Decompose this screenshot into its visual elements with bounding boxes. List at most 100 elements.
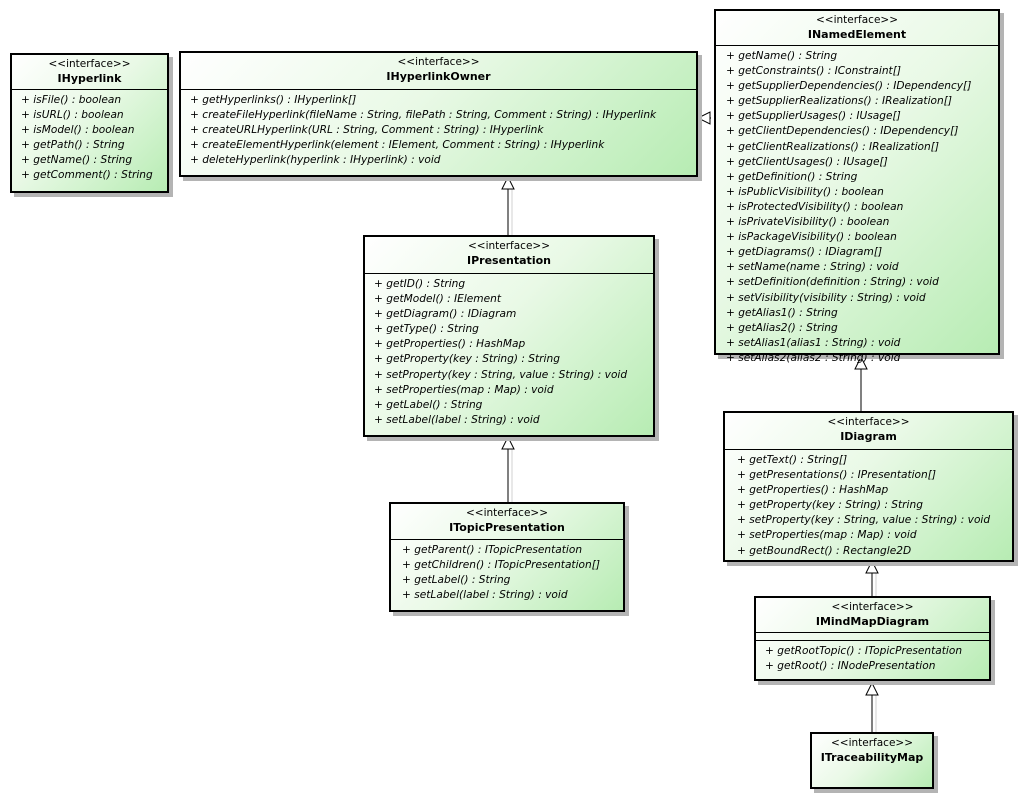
- inheritance-arrowhead-icon: [696, 111, 711, 125]
- inheritance-arrowhead-icon: [865, 559, 879, 574]
- operation: + getSupplierDependencies() : IDependenc…: [726, 80, 972, 93]
- operation: + getAlias1() : String: [726, 306, 838, 319]
- class-itopicpresentation[interactable]: <<interface>> ITopicPresentation + getPa…: [389, 502, 625, 612]
- operation: + getName() : String: [21, 154, 133, 167]
- inheritance-arrowhead-icon: [854, 355, 868, 370]
- class-inamedelement[interactable]: <<interface>> INamedElement + getName() …: [714, 9, 1000, 364]
- operation: + getID() : String: [374, 278, 466, 290]
- operation: + isPublicVisibility() : boolean: [726, 185, 884, 198]
- operation: + isModel() : boolean: [21, 124, 135, 137]
- operation: + getRoot() : INodePresentation: [765, 660, 936, 673]
- operation: + isPackageVisibility() : boolean: [726, 231, 897, 244]
- class-name: ITopicPresentation: [449, 521, 565, 534]
- operation: + getRootTopic() : ITopicPresentation: [765, 645, 963, 657]
- stereotype-label: <<interface>>: [827, 416, 910, 428]
- operation: + getBoundRect() : Rectangle2D: [737, 544, 912, 557]
- operation: + setDefinition(definition : String) : v…: [726, 276, 939, 289]
- stereotype-label: <<interface>>: [467, 240, 551, 252]
- operation: + getDiagram() : IDiagram: [374, 308, 517, 321]
- class-idiagram[interactable]: <<interface>> IDiagram + getText() : Str…: [723, 411, 1014, 562]
- class-ihyperlink[interactable]: <<interface>> IHyperlink + isFile() : bo…: [10, 53, 169, 193]
- attribute-divider: [181, 89, 696, 90]
- operation: + isProtectedVisibility() : boolean: [726, 200, 904, 213]
- operation: + getDiagrams() : IDiagram[]: [726, 246, 883, 259]
- attribute-divider: [756, 632, 989, 633]
- class-ihyperlinkowner[interactable]: <<interface>> IHyperlinkOwner + getHyper…: [179, 51, 698, 177]
- operation: + deleteHyperlink(hyperlink : IHyperlink…: [190, 154, 441, 167]
- operation: + setProperty(key : String, value : Stri…: [374, 368, 628, 381]
- class-imindmapdiagram[interactable]: <<interface>> IMindMapDiagram + getRootT…: [754, 596, 991, 681]
- operation: + createURLHyperlink(URL : String, Comme…: [190, 124, 544, 137]
- operation: + getProperty(key : String) : String: [374, 353, 560, 366]
- stereotype-label: <<interface>>: [831, 601, 914, 613]
- stereotype-label: <<interface>>: [48, 58, 131, 70]
- operation: + getClientUsages() : IUsage[]: [726, 155, 888, 168]
- operation: + getProperties() : HashMap: [737, 484, 889, 497]
- operations-list: + getID() : String + getModel() : IEleme…: [365, 274, 653, 430]
- operation: + setName(name : String) : void: [726, 261, 899, 274]
- class-name: INamedElement: [807, 28, 907, 41]
- operation: + getSupplierRealizations() : IRealizati…: [726, 95, 952, 108]
- operations-list: + getRootTopic() : ITopicPresentation + …: [756, 641, 989, 676]
- operation: + getChildren() : ITopicPresentation[]: [402, 559, 600, 572]
- operation: + getClientDependencies() : IDependency[…: [726, 125, 959, 138]
- operation: + getType() : String: [374, 323, 479, 336]
- operation: + setVisibility(visibility : String) : v…: [726, 291, 926, 304]
- operation: + getProperty(key : String) : String: [737, 499, 923, 512]
- operation: + getConstraints() : IConstraint[]: [726, 65, 901, 78]
- class-name: IHyperlink: [57, 72, 122, 85]
- operation: + getModel() : IElement: [374, 293, 502, 306]
- attribute-divider: [365, 273, 653, 274]
- operation: + createElementHyperlink(element : IElem…: [190, 139, 605, 152]
- stereotype-label: <<interface>>: [815, 14, 899, 26]
- class-name: IMindMapDiagram: [815, 615, 930, 628]
- operation: + getText() : String[]: [737, 454, 848, 466]
- attribute-divider: [725, 449, 1012, 450]
- operation: + setProperties(map : Map) : void: [374, 383, 554, 396]
- attribute-divider: [716, 45, 998, 46]
- attribute-divider: [12, 89, 167, 90]
- operations-list: + isFile() : boolean + isURL() : boolean…: [12, 90, 167, 186]
- class-ipresentation[interactable]: <<interface>> IPresentation + getID() : …: [363, 235, 655, 437]
- operations-list: + getParent() : ITopicPresentation + get…: [391, 540, 623, 605]
- operation: + setLabel(label : String) : void: [374, 413, 540, 426]
- stereotype-label: <<interface>>: [397, 56, 480, 68]
- operation: + getSupplierUsages() : IUsage[]: [726, 110, 901, 123]
- stereotype-label: <<interface>>: [465, 507, 549, 519]
- operation: + getPath() : String: [21, 139, 125, 152]
- class-name: IHyperlinkOwner: [386, 70, 491, 83]
- operations-list: + getName() : String + getConstraints() …: [716, 46, 998, 368]
- operation: + getDefinition() : String: [726, 170, 858, 183]
- operation: + isURL() : boolean: [21, 109, 124, 122]
- stereotype-label: <<interface>>: [830, 737, 914, 749]
- operation: + getProperties() : HashMap: [374, 338, 526, 351]
- operation: + setLabel(label : String) : void: [402, 589, 568, 602]
- operation: + setProperty(key : String, value : Stri…: [737, 514, 991, 527]
- inheritance-arrowhead-icon: [865, 681, 879, 696]
- operation: + getName() : String: [726, 50, 838, 62]
- operation: + setProperties(map : Map) : void: [737, 529, 917, 542]
- operation: + createFileHyperlink(fileName : String,…: [190, 109, 657, 122]
- operation: + getPresentations() : IPresentation[]: [737, 469, 937, 482]
- class-name: IPresentation: [467, 254, 551, 267]
- operation: + isFile() : boolean: [21, 94, 122, 106]
- operation: + getComment() : String: [21, 169, 153, 182]
- inheritance-arrowhead-icon: [501, 175, 515, 190]
- operation: + setAlias1(alias1 : String) : void: [726, 336, 901, 349]
- operation-divider: [756, 640, 989, 641]
- class-name: ITraceabilityMap: [820, 751, 924, 764]
- operation: + setAlias2(alias2 : String) : void: [726, 351, 901, 364]
- inheritance-arrowhead-icon: [501, 435, 515, 450]
- operation: + getClientRealizations() : IRealization…: [726, 140, 939, 153]
- operation: + isPrivateVisibility() : boolean: [726, 216, 890, 229]
- operation: + getParent() : ITopicPresentation: [402, 544, 583, 556]
- class-name: IDiagram: [840, 430, 897, 443]
- operation: + getHyperlinks() : IHyperlink[]: [190, 94, 357, 106]
- operations-list: + getHyperlinks() : IHyperlink[] + creat…: [181, 90, 696, 170]
- operation: + getLabel() : String: [402, 574, 511, 587]
- class-itraceabilitymap[interactable]: <<interface>> ITraceabilityMap: [810, 732, 934, 789]
- operation: + getLabel() : String: [374, 398, 483, 411]
- operations-list: + getText() : String[] + getPresentation…: [725, 450, 1012, 561]
